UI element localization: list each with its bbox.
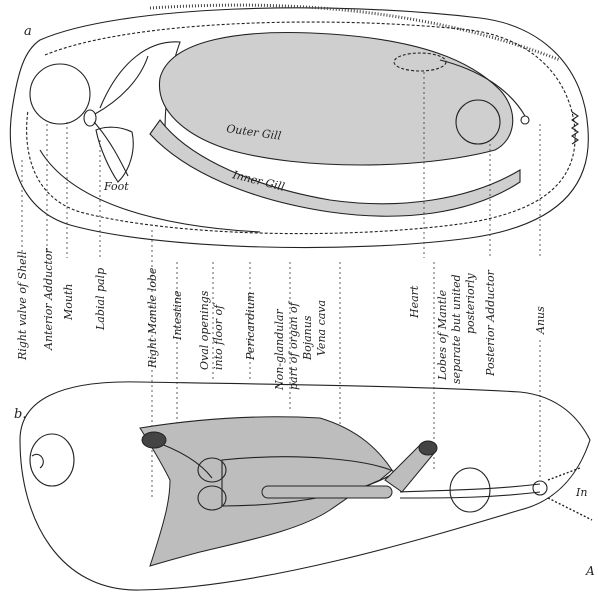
label-labial-palp: Labial palp [94,268,107,331]
label-vena-cava: Vena cava [315,300,328,356]
anus [521,116,529,124]
foot [96,127,133,182]
outer-gill [159,33,512,165]
leader-labels: Right valve of Shell Anterior Adductor M… [16,248,547,391]
label-oval-openings-2: into floor of [212,303,225,370]
label-bojanus: Bojanus [301,315,314,361]
anterior-adductor-b [30,434,74,486]
label-right-valve: Right valve of Shell [16,251,29,361]
label-intestine: Intestine [171,290,184,341]
label-non-glandular-1: Non-glandular [273,309,286,391]
figure-letter-a: a [24,24,32,39]
anterior-adductor [30,64,90,124]
figure-a: a Outer Gill Inner Gill Foot [10,5,588,247]
figure-letter-b: b. [14,407,26,422]
labial-palp-lower [94,122,128,176]
label-lobes-of-mantle-1: Lobes of Mantle [436,289,449,381]
foot-label: Foot [103,180,129,193]
rectum-b [400,484,540,492]
label-oval-openings-1: Oval openings [198,290,211,370]
label-heart: Heart [408,285,421,319]
mouth-b [32,454,43,468]
label-lobes-of-mantle-3: posteriorly [464,273,477,334]
label-non-glandular-2: part of organ of [287,300,300,390]
label-anterior-adductor: Anterior Adductor [42,248,55,351]
in-label: In [575,486,587,499]
anus-b [533,481,547,495]
label-pericardium: Pericardium [244,292,257,361]
label-posterior-adductor: Posterior Adductor [484,269,497,377]
labial-palp [95,56,148,114]
vena-cava [262,486,392,498]
label-right-mantle-lobe: Right Mantle lobe [146,267,159,369]
figure-b: b. In A [14,382,595,590]
rectum-b2 [400,492,540,498]
label-anus: Anus [534,306,547,335]
intestine-opening [142,432,166,448]
heart-b-top [419,441,437,455]
label-lobes-of-mantle-2: separate but united [450,274,463,384]
figure-letter-corner: A [585,564,595,578]
mouth [84,110,96,126]
label-mouth: Mouth [62,284,75,321]
mantle-lower [40,150,260,232]
